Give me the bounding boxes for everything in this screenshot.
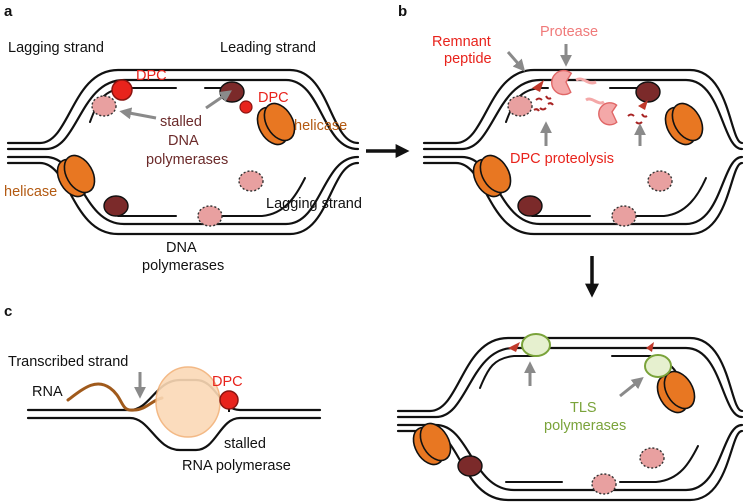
tls-polymerase-left-icon [521,333,551,357]
label-leading-strand: Leading strand [220,40,316,56]
label-peptide: peptide [444,51,492,67]
label-stalled: stalled [160,114,202,130]
peptide-fragments-right-icon [627,113,648,125]
polymerase-stalled-top-icon [91,95,117,117]
label-dpc-a-left: DPC [136,68,167,84]
protease-right-icon [598,102,618,126]
panel-c: c Transcribed strand RNA DPC stalled RNA… [4,303,322,474]
polymerase-pink-right-icon [238,170,264,192]
label-protease: Protease [540,24,598,40]
nascent-d-bottom-right [619,445,699,483]
label-dna-bottom: DNA [166,240,197,256]
label-tls-polymerases: polymerases [544,418,626,434]
label-rna-polymerase: RNA polymerase [182,458,291,474]
helicase-d-left-icon [412,422,452,466]
dna-b-bottom-inner [422,155,744,226]
dna-d-bottom-inner [396,423,744,492]
helicase-b-left-icon [472,154,512,198]
dna-d-top [396,336,744,413]
panel-letter-b: b [398,3,407,20]
dna-b-top-inner [422,78,744,151]
polymerase-dark-top-icon [219,81,245,103]
polymerase-dark-bottom-icon [103,195,129,217]
remnant-peptide-right-icon [638,100,648,110]
panel-letter-a: a [4,3,13,20]
nascent-d-top-left [479,355,535,389]
label-polymerases-a: polymerases [146,152,228,168]
protease-tail-left-icon [575,77,597,85]
rna-polymerase-icon [155,366,221,438]
label-remnant: Remnant [432,34,491,50]
arrow-stalled-left-icon [119,107,157,120]
panel-letter-c: c [4,303,12,320]
label-dpc-c: DPC [212,374,243,390]
dna-c-bottom [26,416,322,452]
polymerase-d-dark-bottom-icon [457,455,483,477]
label-helicase-left: helicase [4,184,57,200]
nascent-b-bottom-right [635,177,707,217]
arrow-stalled-right-icon [205,90,232,110]
polymerase-b-pink-right-icon [647,170,673,192]
helicase-left-icon [56,154,96,198]
label-transcribed-strand: Transcribed strand [8,354,128,370]
arrow-remnant-icon [506,51,526,72]
protease-tail-right-icon [585,97,605,105]
label-stalled-c: stalled [224,436,266,452]
label-lagging-strand-bottom: Lagging strand [266,196,362,212]
dpc-a-left-icon [111,79,133,101]
polymerase-pink-bottom-icon [197,205,223,227]
tls-polymerase-right-icon [644,354,672,378]
rna-strand-icon [66,382,164,412]
protease-left-icon [551,69,573,96]
label-lagging-strand-top: Lagging strand [8,40,104,56]
label-dpc-proteolysis: DPC proteolysis [510,151,614,167]
polymerase-d-pink-bottom-icon [591,473,617,495]
helicase-b-right-icon [664,102,704,146]
dpc-c-icon [219,390,239,410]
label-dna: DNA [168,133,199,149]
panel-b: b [398,3,744,236]
label-helicase-right: helicase [294,118,347,134]
nascent-bottom-right [221,177,306,217]
remnant-peptide-left-icon [532,80,544,92]
peptide-fragments-left-icon [533,95,554,112]
polymerase-b-dark-top-icon [635,81,661,103]
label-tls: TLS [570,400,597,416]
helicase-right-icon [256,102,296,146]
polymerase-b-stalled-top-icon [507,95,533,117]
polymerase-b-pink-bottom-icon [611,205,637,227]
remnant-d-right-icon [646,342,654,352]
dpc-a-right-icon [239,100,253,114]
dna-parental-top [6,68,360,145]
label-dpc-a-right: DPC [258,90,289,106]
label-rna: RNA [32,384,63,400]
dna-b-top [422,68,744,145]
polymerase-d-pink-right-icon [639,447,665,469]
panel-d: TLS polymerases [396,333,744,502]
label-polymerases-bottom: polymerases [142,258,224,274]
panel-a: a Lagging strand [4,3,362,274]
arrow-tls-right-icon [619,377,644,398]
remnant-d-left-icon [508,342,520,352]
polymerase-b-dark-bottom-icon [517,195,543,217]
